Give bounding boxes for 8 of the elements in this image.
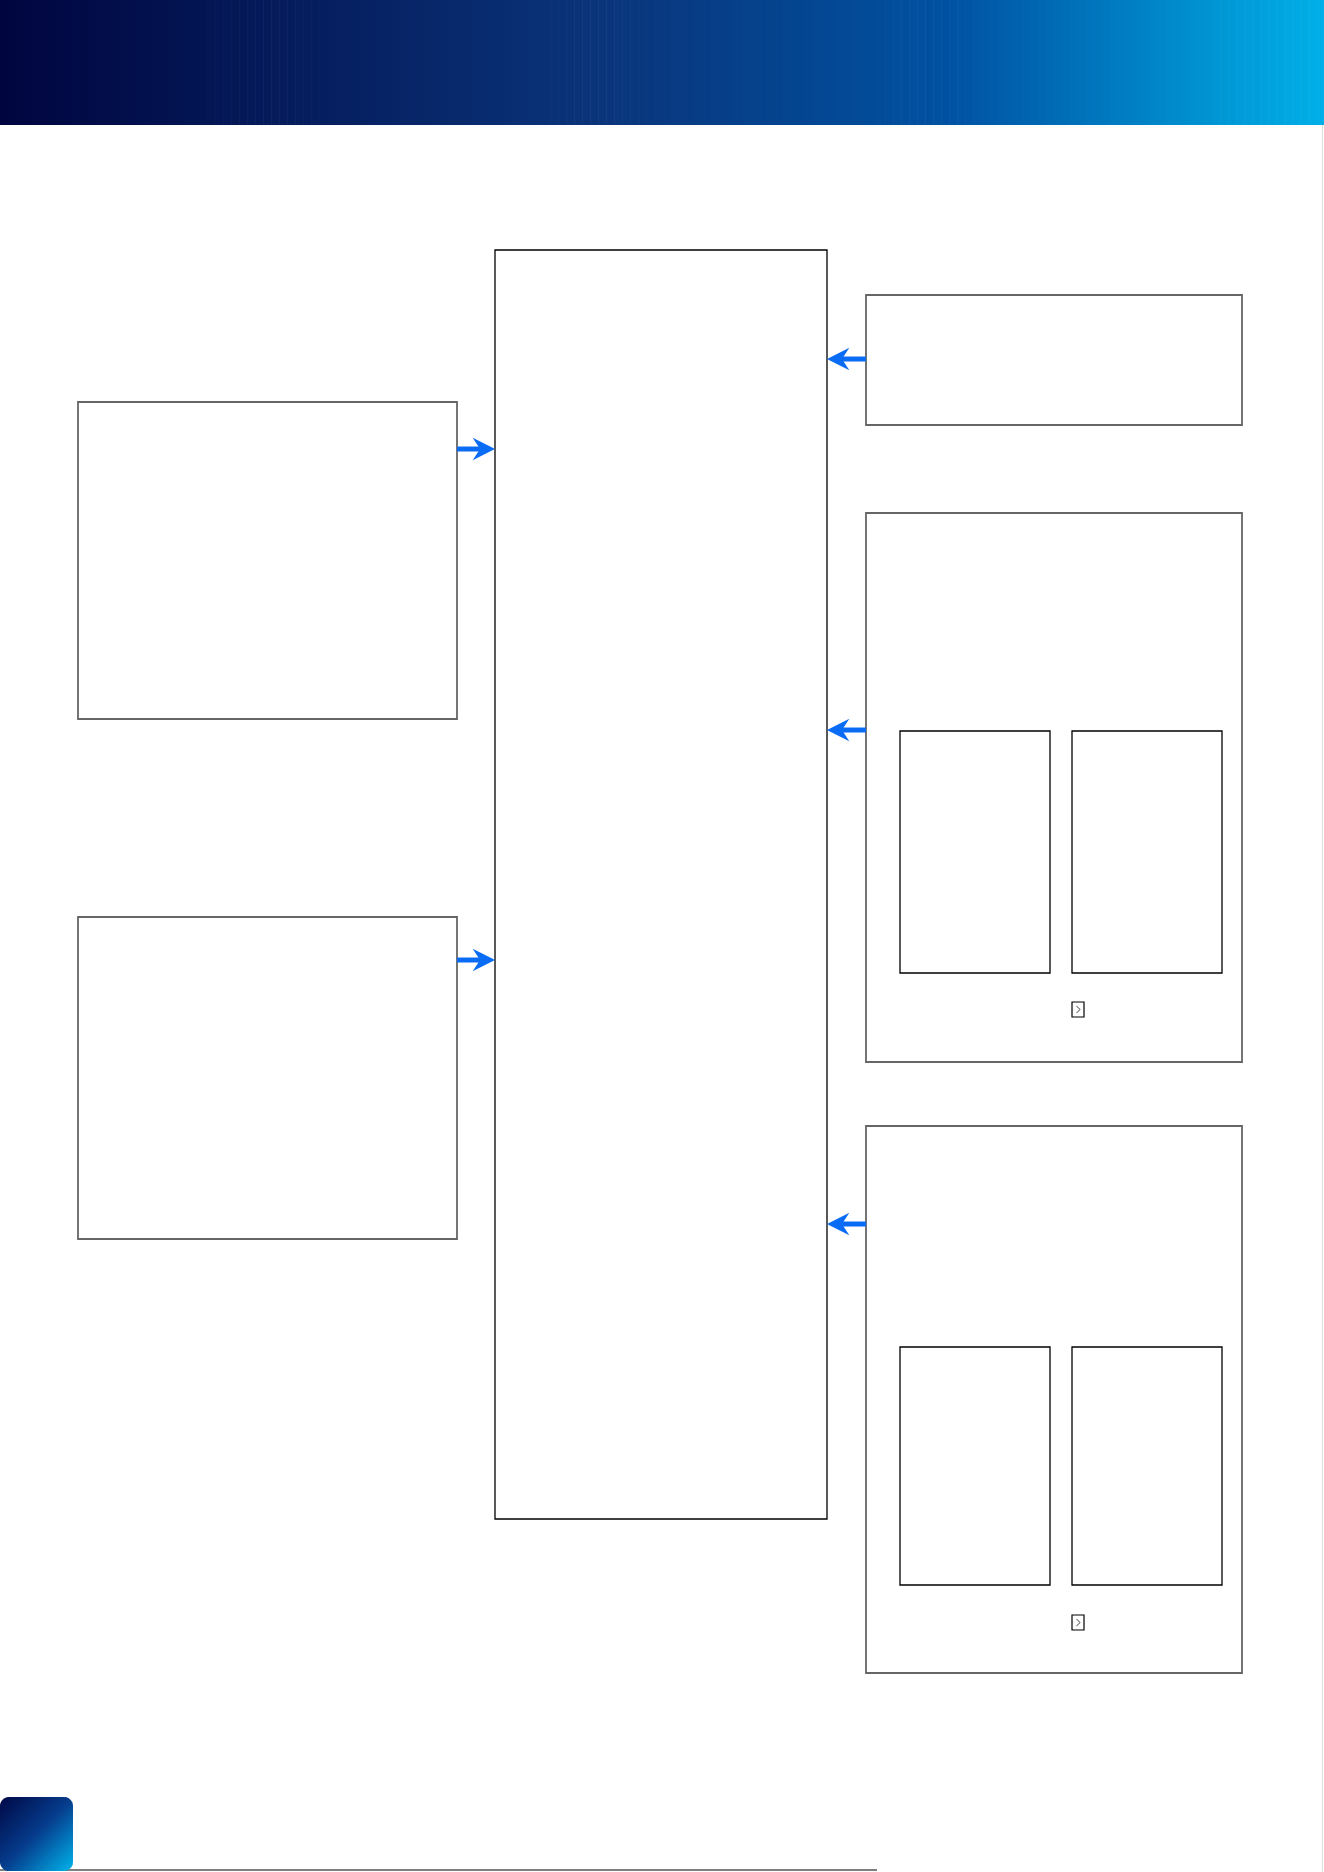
frame-box [1071,1346,1223,1586]
panel-box [865,294,1243,426]
panel-box [494,249,828,1520]
panel-box [77,916,458,1240]
frame-box [899,730,1051,974]
frame-box [899,1346,1051,1586]
frame-box [1071,730,1223,974]
panel-box [77,401,458,720]
